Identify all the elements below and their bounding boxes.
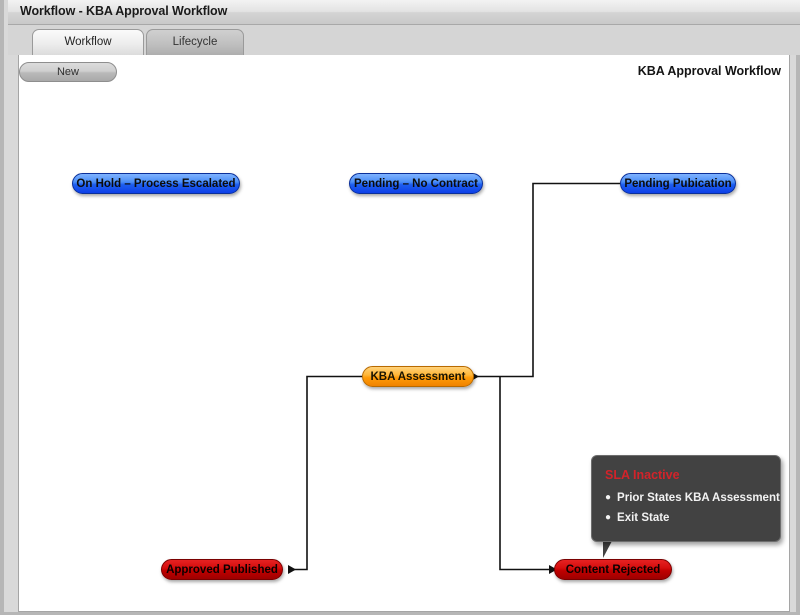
workflow-canvas[interactable]: New KBA Approval Workflow xyxy=(18,55,790,612)
tooltip-item-prior-states: ● Prior States KBA Assessment xyxy=(605,492,780,504)
tooltip-item-label: Exit State xyxy=(617,512,670,524)
tooltip-pointer xyxy=(603,541,621,558)
edge-kba-assessment-to-content-rejected xyxy=(499,377,557,574)
state-node-pending-no-contract[interactable]: Pending – No Contract xyxy=(349,173,483,194)
edge-pending-publication-to-kba-assessment xyxy=(471,182,620,381)
window-title: Workflow - KBA Approval Workflow xyxy=(20,4,228,18)
workflow-connectors xyxy=(288,182,620,574)
new-button[interactable]: New xyxy=(19,62,117,82)
state-node-content-rejected[interactable]: Content Rejected xyxy=(554,559,672,580)
tab-lifecycle[interactable]: Lifecycle xyxy=(146,29,244,55)
bullet-icon: ● xyxy=(605,492,612,503)
tooltip-item-list: ● Prior States KBA Assessment ● Exit State xyxy=(605,492,780,532)
tab-workflow[interactable]: Workflow xyxy=(32,29,144,55)
tooltip-item-label: Prior States KBA Assessment xyxy=(617,492,780,504)
page-title: KBA Approval Workflow xyxy=(637,64,781,78)
tooltip-item-exit-state: ● Exit State xyxy=(605,512,780,524)
state-node-on-hold[interactable]: On Hold – Process Escalated xyxy=(72,173,240,194)
sla-tooltip: SLA Inactive ● Prior States KBA Assessmen… xyxy=(591,455,781,542)
window-titlebar: Workflow - KBA Approval Workflow xyxy=(8,0,800,25)
tooltip-title: SLA Inactive xyxy=(605,468,680,482)
state-node-approved-published[interactable]: Approved Published xyxy=(161,559,283,580)
bullet-icon: ● xyxy=(605,512,612,523)
state-node-kba-assessment[interactable]: KBA Assessment xyxy=(362,366,474,387)
edge-kba-assessment-to-approved-published xyxy=(288,375,362,574)
tab-strip: Workflow Lifecycle xyxy=(8,25,800,55)
state-node-pending-publication[interactable]: Pending Pubication xyxy=(620,173,736,194)
